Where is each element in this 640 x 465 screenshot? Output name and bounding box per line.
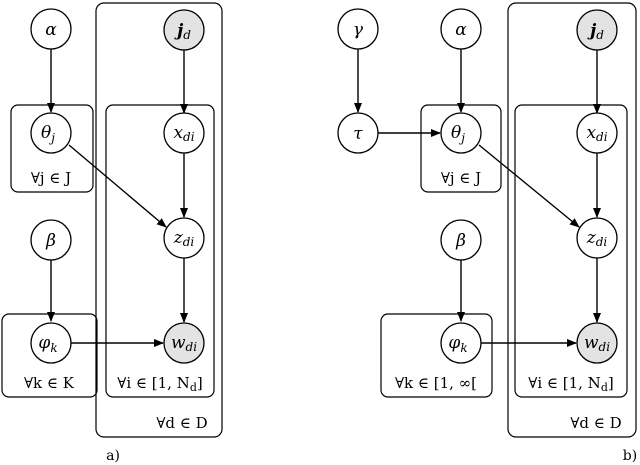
node-gamma: γ: [337, 8, 379, 50]
node-alpha-label: α: [45, 20, 57, 40]
node-w-label: wdi: [171, 333, 197, 354]
plate-j-label: ∀j ∈ J: [31, 169, 71, 187]
plate-i: [514, 104, 628, 398]
node-z-label: zdi: [173, 228, 195, 249]
node-theta: θj: [440, 112, 482, 154]
node-j: jd: [576, 9, 618, 51]
caption-a: a): [106, 448, 120, 464]
node-theta: θj: [30, 112, 72, 154]
plate-d: [507, 2, 637, 438]
plate-i: [105, 104, 215, 398]
plate-d-label: ∀d ∈ D: [570, 414, 621, 432]
node-j-label: jd: [174, 21, 191, 42]
plate-k-label: ∀k ∈ K: [24, 374, 75, 392]
plate-i-label: ∀i ∈ [1, Nd]: [528, 374, 613, 394]
panel-b: γ τ α θj β φk jd xdi: [337, 2, 637, 464]
node-phi-label: φk: [448, 333, 467, 355]
plate-d: [95, 2, 223, 438]
node-w: wdi: [576, 322, 618, 364]
node-theta-label: θj: [41, 123, 55, 145]
node-alpha-label: α: [455, 20, 467, 40]
plate-k: [380, 313, 493, 398]
edge-theta-z: [68, 144, 167, 228]
node-phi: φk: [440, 322, 482, 364]
node-j-label: jd: [587, 21, 604, 42]
node-z: zdi: [163, 217, 205, 259]
node-z-label: zdi: [586, 228, 608, 249]
node-x: xdi: [163, 112, 205, 154]
node-z: zdi: [576, 217, 618, 259]
node-beta: β: [440, 219, 482, 261]
node-tau: τ: [337, 112, 379, 154]
panel-a: α θj β φk jd xdi zdi wdi: [1, 2, 223, 464]
edge-theta-z: [478, 144, 580, 228]
node-beta-label: β: [45, 231, 56, 251]
node-x-label: xdi: [586, 123, 607, 144]
node-w: wdi: [163, 322, 205, 364]
node-x: xdi: [576, 112, 618, 154]
node-phi-label: φk: [38, 333, 57, 355]
node-tau-label: τ: [353, 124, 363, 144]
node-x-label: xdi: [173, 123, 194, 144]
node-beta-label: β: [455, 231, 466, 251]
plate-k-label: ∀k ∈ [1, ∞[: [395, 374, 477, 392]
node-theta-label: θj: [451, 123, 465, 145]
caption-b: b): [623, 448, 637, 464]
node-alpha: α: [440, 8, 482, 50]
node-beta: β: [30, 219, 72, 261]
node-gamma-label: γ: [353, 20, 364, 40]
plate-i-label: ∀i ∈ [1, Nd]: [117, 374, 202, 394]
plate-j-label: ∀j ∈ J: [441, 169, 481, 187]
node-phi: φk: [30, 322, 72, 364]
node-alpha: α: [30, 8, 72, 50]
node-j: jd: [163, 9, 205, 51]
plate-d-label: ∀d ∈ D: [156, 414, 207, 432]
node-w-label: wdi: [584, 333, 610, 354]
